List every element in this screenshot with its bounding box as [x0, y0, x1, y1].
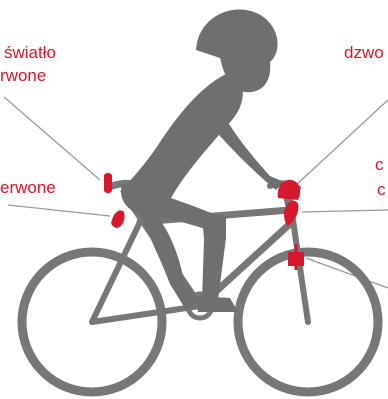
arm — [204, 96, 284, 190]
wheels — [22, 252, 378, 392]
label-bell: dzwo — [344, 43, 384, 63]
seat-stay — [92, 222, 140, 322]
label-front-line1: c — [375, 155, 384, 175]
label-reflector: erwone — [0, 178, 56, 198]
foot — [196, 296, 238, 312]
rear-reflector-icon — [111, 210, 124, 228]
helmet — [196, 9, 278, 62]
label-rear-light-line2: rwone — [0, 66, 46, 86]
pointer-front-light — [302, 210, 388, 212]
rear-light-icon — [104, 173, 112, 193]
pointer-reflector — [8, 205, 110, 216]
pointer-rear-light — [4, 97, 100, 180]
label-rear-light-line1: światło — [4, 43, 56, 63]
label-front-line2: c — [377, 180, 386, 200]
chain-stay — [92, 306, 200, 322]
